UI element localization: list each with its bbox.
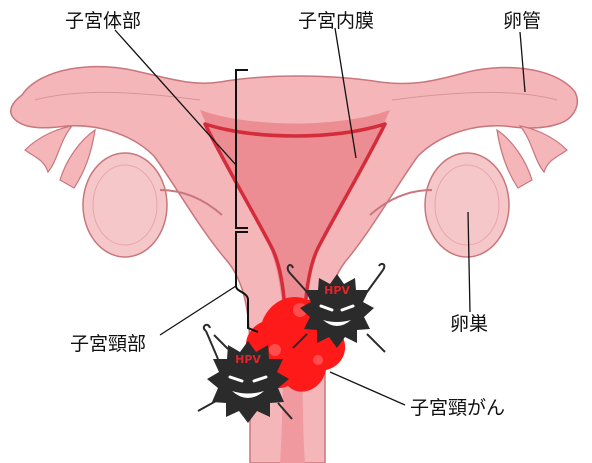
leader-cervix xyxy=(160,286,236,335)
label-endometrium: 子宮内膜 xyxy=(298,10,374,32)
ovary-left xyxy=(83,153,167,257)
cancer-spot xyxy=(269,344,281,356)
fimbriae-left xyxy=(25,126,72,172)
virus-label-text: HPV xyxy=(235,353,261,366)
leader-cervical-cancer xyxy=(330,372,405,405)
label-uterine-body: 子宮体部 xyxy=(65,10,141,32)
virus-label-text: HPV xyxy=(324,284,350,297)
fimbriae-right xyxy=(520,126,567,172)
label-cervix: 子宮頸部 xyxy=(70,333,146,355)
cancer-spot xyxy=(313,355,323,365)
label-ovary: 卵巣 xyxy=(450,313,488,335)
label-fallopian-tube: 卵管 xyxy=(503,10,541,32)
ovary-right xyxy=(425,153,509,257)
label-cervical-cancer: 子宮頸がん xyxy=(410,397,505,419)
